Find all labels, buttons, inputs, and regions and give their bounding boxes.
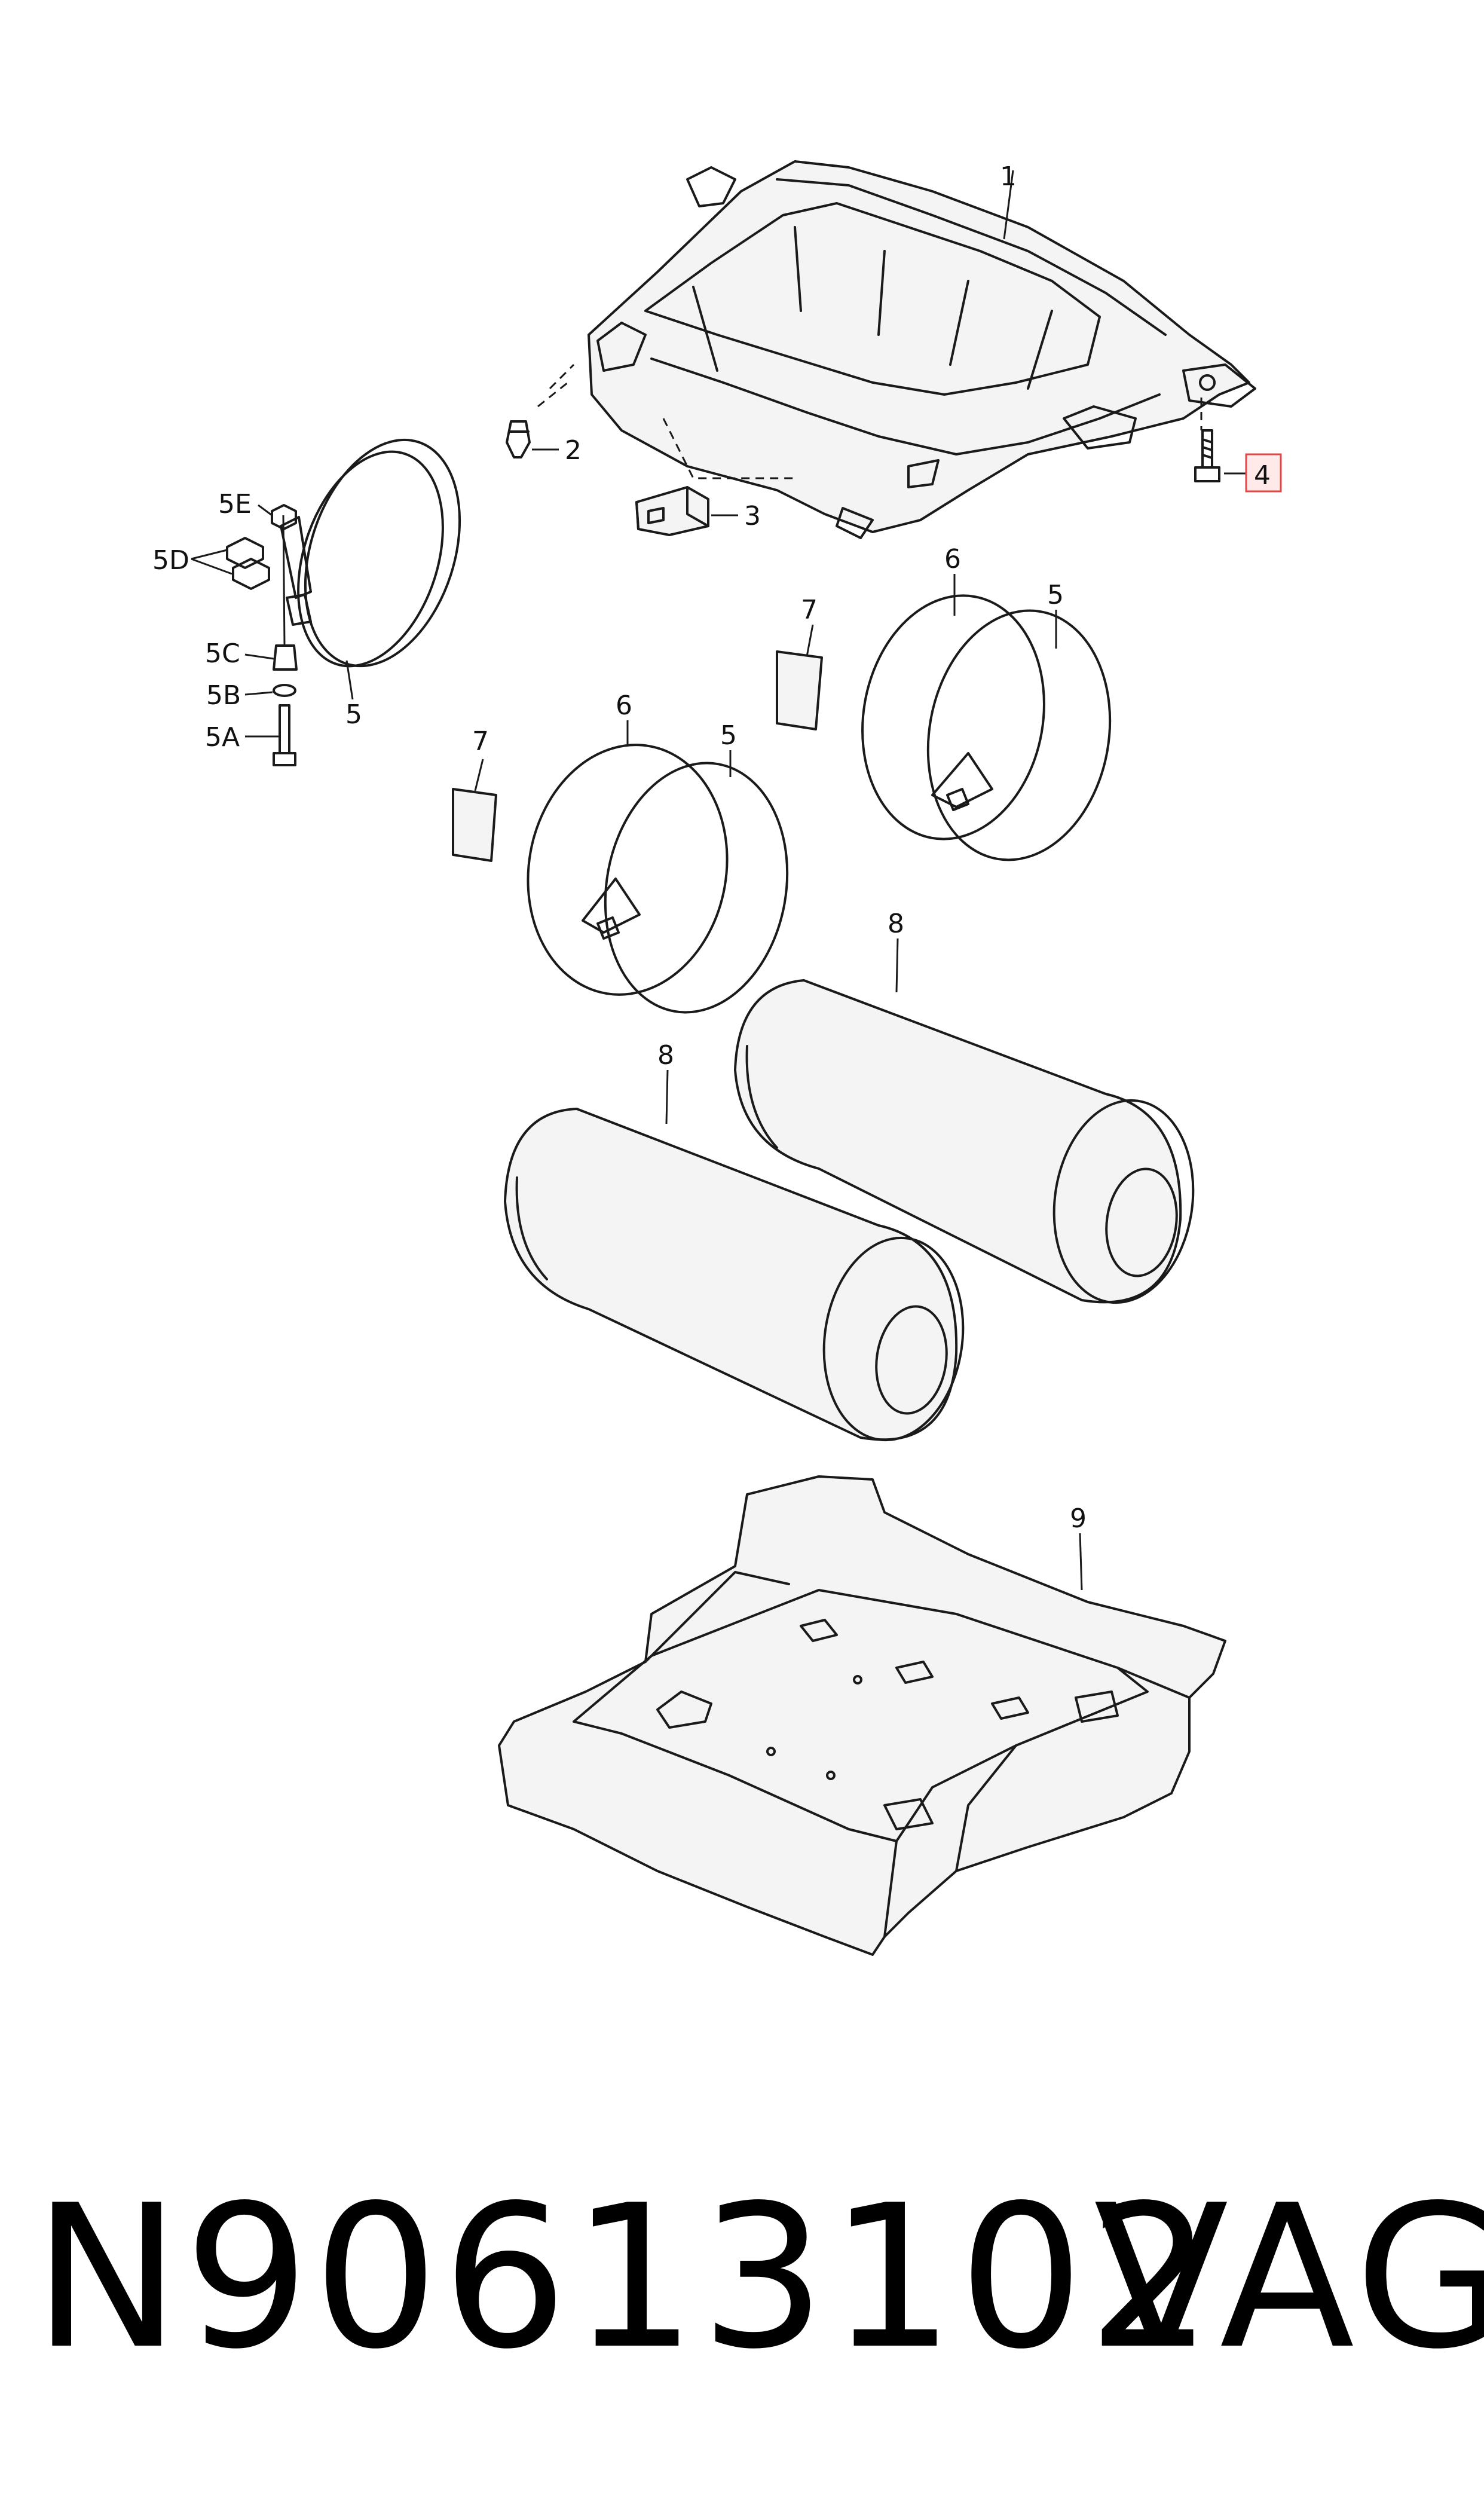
- callout-8-front: 8: [657, 1040, 674, 1071]
- callout-5-right-ring: 5: [1047, 580, 1064, 610]
- callout-4: 4: [1254, 460, 1271, 491]
- callout-6-mid: 6: [616, 690, 632, 721]
- callout-5d: 5D: [152, 545, 189, 576]
- callout-5-left-band: 5: [345, 699, 362, 730]
- part-5-clamp-ring-mid: [582, 762, 789, 1014]
- part-number-label: N90613102: [33, 2163, 1217, 2392]
- callout-5-mid-ring: 5: [720, 720, 737, 751]
- callout-5e: 5E: [218, 489, 252, 519]
- callout-7-mid: 7: [472, 726, 489, 757]
- part-8-tank-back: [734, 979, 1195, 1304]
- part-4-bolt: [1194, 429, 1220, 482]
- brand-label: VAG: [1094, 2163, 1484, 2392]
- part-9-lower-tray: [498, 1475, 1226, 1956]
- part-5e-nut: [271, 504, 297, 530]
- part-1-upper-cover: [537, 160, 1256, 539]
- part-5d-spacers: [226, 537, 270, 590]
- callout-5c: 5C: [205, 638, 240, 669]
- part-5a-bolt: [273, 704, 296, 766]
- callout-8-back: 8: [888, 909, 904, 939]
- part-5b-washer: [273, 684, 296, 697]
- callout-5b: 5B: [206, 680, 241, 711]
- exploded-parts-diagram: 1 2 3 4 5 5E 5D: [152, 160, 1282, 1956]
- part-8-tank-front: [504, 1108, 965, 1442]
- callout-4-highlight-box: [1245, 453, 1282, 493]
- callout-6-right: 6: [944, 544, 961, 574]
- part-5c-sleeve: [273, 644, 298, 671]
- callout-1: 1: [1000, 161, 1017, 192]
- part-6-ring-mid: [527, 744, 729, 996]
- part-5-clamp-band-left: [280, 438, 461, 668]
- footer: N90613102 VAG: [0, 2140, 1484, 2451]
- callout-9: 9: [1070, 1503, 1087, 1534]
- callout-5a: 5A: [205, 722, 240, 753]
- part-3-bracket: [635, 486, 709, 536]
- part-6-ring-right: [861, 594, 1045, 840]
- part-7-pad-mid: [452, 788, 497, 862]
- callout-3: 3: [744, 501, 761, 531]
- callout-7-right: 7: [801, 595, 818, 625]
- part-5-clamp-ring-right: [926, 609, 1112, 861]
- part-2-clip: [506, 420, 531, 458]
- callout-2: 2: [565, 435, 582, 466]
- part-7-pad-right: [776, 650, 823, 730]
